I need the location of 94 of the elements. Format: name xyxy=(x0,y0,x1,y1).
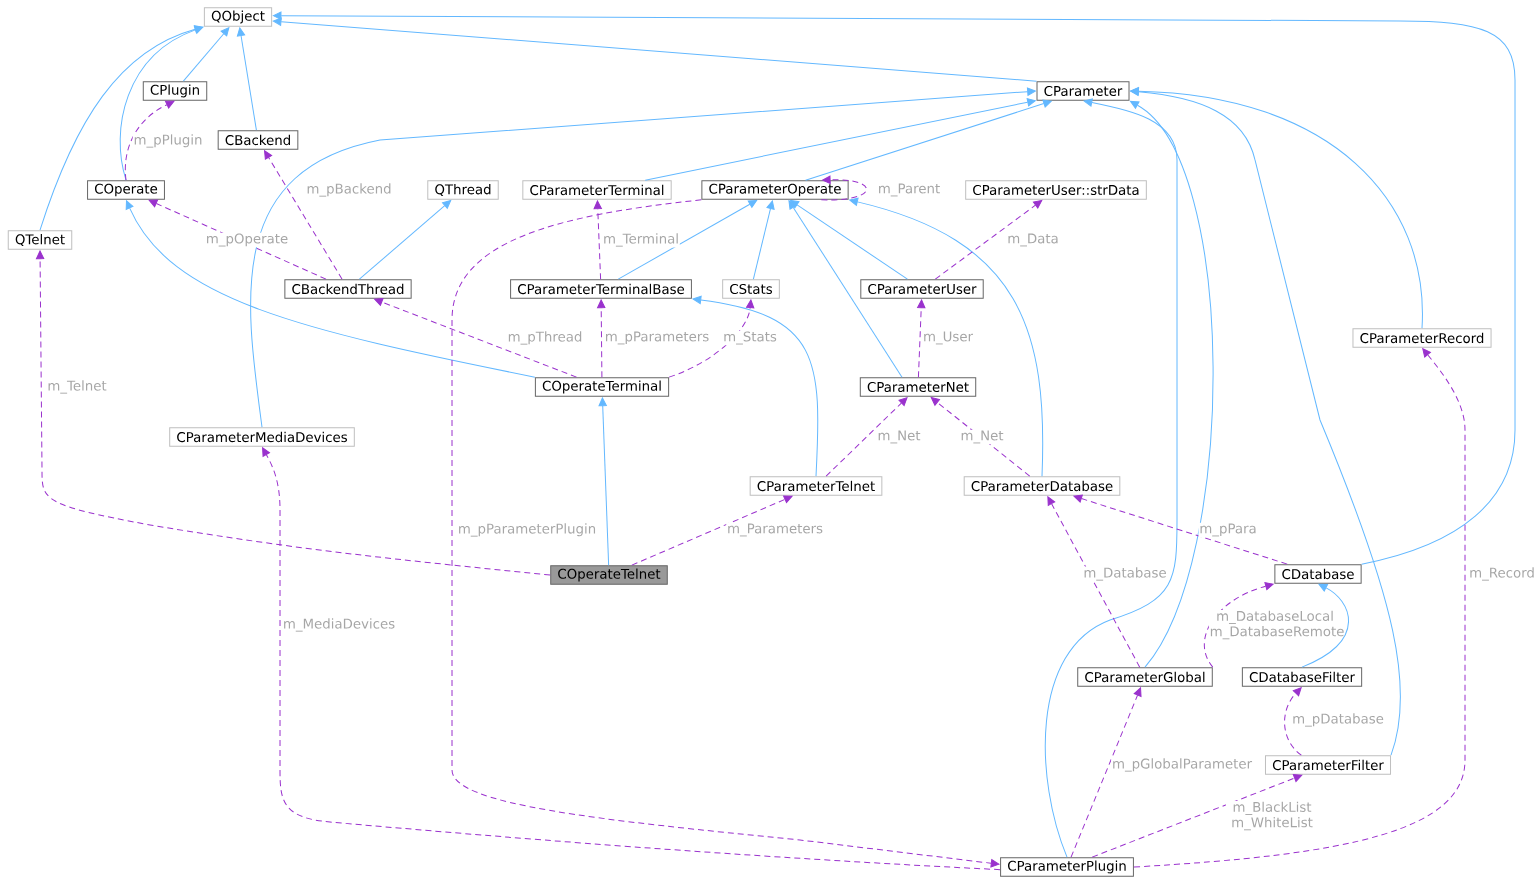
arrow xyxy=(805,99,1052,181)
arrow xyxy=(849,197,1044,477)
class-box: CParameterTerminalBase xyxy=(510,279,692,299)
class-box: CBackend xyxy=(217,130,299,150)
class-box: CStats xyxy=(722,279,780,299)
class-box: QObject xyxy=(203,7,273,27)
class-box: CParameterTelnet xyxy=(749,476,883,496)
class-box: CDatabase xyxy=(1274,564,1362,584)
edge-label: m_MediaDevices xyxy=(282,617,396,633)
arrow xyxy=(1130,100,1214,668)
class-box: CParameterUser xyxy=(860,279,984,299)
class-box: CDatabaseFilter xyxy=(1241,667,1363,687)
class-box: COperateTerminal xyxy=(534,377,670,397)
class-box: QThread xyxy=(427,180,499,200)
arrow xyxy=(250,87,1036,428)
arrow xyxy=(593,200,602,280)
arrow xyxy=(1130,87,1402,756)
edge-label: m_pPlugin xyxy=(132,133,204,149)
arrow xyxy=(631,495,793,566)
arrow xyxy=(1301,583,1349,668)
class-box: CParameterUser::strData xyxy=(965,180,1147,200)
arrow xyxy=(358,200,452,280)
arrow xyxy=(272,11,1516,565)
edge-label: m_pParameters xyxy=(604,330,711,346)
edge-label: m_pDatabase xyxy=(1291,712,1385,728)
edge-label: m_pPara xyxy=(1198,522,1258,538)
edge-label: m_pParameterPlugin xyxy=(457,522,597,538)
arrow xyxy=(820,175,867,201)
edge-label: m_Parameters xyxy=(726,522,824,538)
class-box: CParameter xyxy=(1036,81,1130,101)
arrow xyxy=(182,27,230,82)
arrow xyxy=(1073,494,1288,565)
class-box: CPlugin xyxy=(142,81,208,101)
edge-label: m_Net xyxy=(876,429,922,445)
arrow xyxy=(1070,687,1142,858)
arrow xyxy=(39,25,204,231)
edge-label: m_Terminal xyxy=(602,232,680,248)
edge-label: m_Record xyxy=(1468,566,1536,582)
arrow xyxy=(1047,496,1141,668)
edge-label: m_pBackend xyxy=(305,182,393,198)
arrow xyxy=(1091,774,1303,858)
arrow xyxy=(1203,582,1274,668)
arrow xyxy=(1133,348,1466,868)
edge-label: m_DatabaseLocal m_DatabaseRemote xyxy=(1208,609,1344,641)
arrow xyxy=(752,200,775,280)
arrow xyxy=(598,397,610,566)
arrow xyxy=(1044,98,1178,858)
arrow xyxy=(1284,687,1302,756)
arrow xyxy=(124,100,175,181)
class-box: CParameterPlugin xyxy=(1000,857,1134,877)
arrow xyxy=(668,299,755,378)
arrow xyxy=(264,150,343,280)
arrow xyxy=(692,295,819,477)
class-box: CBackendThread xyxy=(284,279,412,299)
class-box: QTelnet xyxy=(7,230,73,250)
arrow xyxy=(1130,87,1423,329)
edge-label: m_pThread xyxy=(506,330,584,346)
arrow xyxy=(148,199,327,280)
edge-label: m_Database xyxy=(1082,566,1168,582)
arrow xyxy=(917,299,926,378)
class-box: CParameterOperate xyxy=(701,180,849,200)
arrow xyxy=(451,199,1000,868)
edge-label: m_Telnet xyxy=(46,379,108,395)
arrow xyxy=(374,298,577,378)
class-box: COperate xyxy=(87,180,165,200)
arrow xyxy=(617,199,758,280)
class-box: CParameterDatabase xyxy=(963,476,1121,496)
class-box: CParameterMediaDevices xyxy=(169,427,355,447)
edge-label: m_Data xyxy=(1006,232,1060,248)
edge-label: m_Stats xyxy=(722,330,778,346)
edge-label: m_User xyxy=(922,330,974,346)
arrow xyxy=(272,17,1037,82)
arrow xyxy=(790,200,908,280)
edge-label: m_Net xyxy=(959,429,1005,445)
edge-label: m_BlackList m_WhiteList xyxy=(1225,800,1319,832)
class-box: CParameterNet xyxy=(859,377,977,397)
class-box: CParameterTerminal xyxy=(522,180,672,200)
arrow xyxy=(825,397,908,477)
arrow xyxy=(934,200,1043,280)
arrow xyxy=(930,397,1031,477)
class-box: COperateTelnet xyxy=(550,565,668,585)
edge-label: m_pGlobalParameter xyxy=(1111,757,1253,773)
arrow xyxy=(644,98,1036,181)
arrow xyxy=(262,447,1001,871)
arrow xyxy=(125,200,536,378)
class-box: CParameterFilter xyxy=(1265,755,1392,775)
edge-label: m_pOperate xyxy=(205,232,289,248)
arrow xyxy=(597,299,606,378)
arrow xyxy=(788,200,903,378)
edge-label: m_Parent xyxy=(877,182,941,198)
class-box: CParameterGlobal xyxy=(1077,667,1213,687)
class-box: CParameterRecord xyxy=(1352,328,1492,348)
arrow xyxy=(35,250,551,576)
arrow xyxy=(236,27,257,131)
